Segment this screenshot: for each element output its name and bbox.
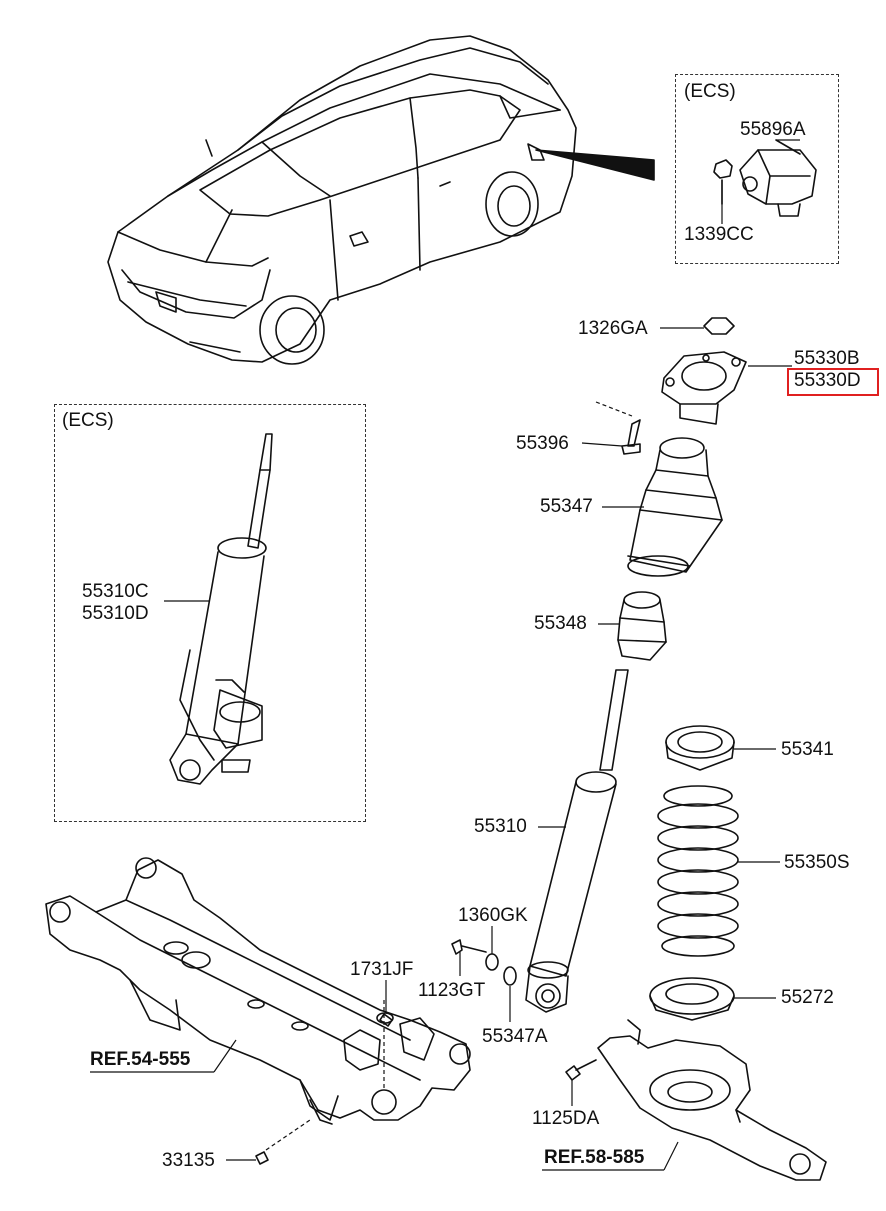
ref-link-right[interactable]: REF.58-585 [544, 1147, 645, 1168]
ecs-title-top: (ECS) [684, 81, 736, 102]
ecs-shock-drawing [169, 433, 273, 785]
lower-arm-drawing [597, 1019, 827, 1181]
bump-stopper-drawing [617, 591, 667, 661]
label-55896A[interactable]: 55896A [740, 119, 806, 140]
ecs-title-left: (ECS) [62, 410, 114, 431]
car-illustration [107, 35, 577, 365]
label-55347A[interactable]: 55347A [482, 1026, 548, 1047]
label-55341[interactable]: 55341 [781, 739, 834, 760]
label-55310C[interactable]: 55310C [82, 581, 149, 602]
label-1339CC[interactable]: 1339CC [684, 224, 754, 245]
label-55330B[interactable]: 55330B [794, 348, 860, 369]
small-fasteners-drawing [255, 939, 597, 1165]
leader-lines [90, 139, 800, 1171]
spring-seat-drawing [665, 725, 735, 771]
label-1731JF[interactable]: 1731JF [350, 959, 414, 980]
label-1123GT[interactable]: 1123GT [418, 980, 486, 1001]
label-55310[interactable]: 55310 [474, 816, 527, 837]
label-55272[interactable]: 55272 [781, 987, 834, 1008]
top-mount-drawing [661, 317, 747, 425]
label-33135[interactable]: 33135 [162, 1150, 215, 1171]
label-55348[interactable]: 55348 [534, 613, 587, 634]
ecs-box-left [54, 404, 366, 822]
shock-absorber-drawing [525, 669, 629, 1013]
label-55396[interactable]: 55396 [516, 433, 569, 454]
highlight-box [787, 368, 879, 396]
bolt-55396-drawing [621, 419, 641, 455]
pointer-wedge [535, 149, 655, 181]
label-55310D[interactable]: 55310D [82, 603, 149, 624]
label-1125DA[interactable]: 1125DA [532, 1108, 600, 1129]
dust-cover-drawing [627, 437, 723, 577]
subframe-drawing [45, 857, 471, 1125]
label-1326GA[interactable]: 1326GA [578, 318, 648, 339]
label-55347[interactable]: 55347 [540, 496, 593, 517]
coil-spring-drawing [657, 785, 739, 957]
label-55330D[interactable]: 55330D [794, 370, 861, 391]
label-1360GK[interactable]: 1360GK [458, 905, 528, 926]
ecs-box-top [675, 74, 839, 264]
label-55350S[interactable]: 55350S [784, 852, 850, 873]
lower-seat-drawing [649, 977, 735, 1021]
ref-link-left[interactable]: REF.54-555 [90, 1049, 191, 1070]
